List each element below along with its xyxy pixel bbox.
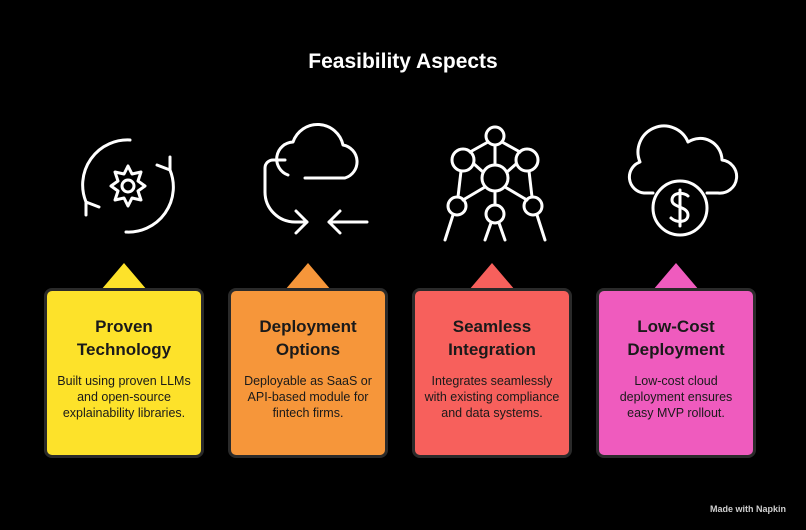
card-title: Deployment Options <box>231 315 385 361</box>
atomium-structure-icon <box>425 120 565 250</box>
card-description: Low-cost cloud deployment ensures easy M… <box>619 374 733 420</box>
cloud-dollar-icon <box>610 120 750 250</box>
cloud-arrows-icon <box>243 120 383 250</box>
card-description: Integrates seamlessly with existing comp… <box>424 374 560 420</box>
card-title: Seamless Integration <box>415 315 569 361</box>
card-pointer <box>285 263 331 290</box>
card-low-cost-deployment: Low-Cost Deployment Low-cost cloud deplo… <box>596 288 756 458</box>
card-deployment-options: Deployment Options Deployable as SaaS or… <box>228 288 388 458</box>
card-title-line: Integration <box>448 340 536 359</box>
card-title-line: Low-Cost <box>637 317 715 336</box>
card-title-line: Seamless <box>452 317 532 336</box>
card-title: Proven Technology <box>47 315 201 361</box>
card-pointer <box>653 263 699 290</box>
card-title-line: Technology <box>76 340 172 359</box>
card-seamless-integration: Seamless Integration Integrates seamless… <box>412 288 572 458</box>
card-description: Deployable as SaaS or API-based module f… <box>244 374 372 420</box>
card-title-line: Proven <box>95 317 153 336</box>
card-title-line: Deployment <box>259 317 357 336</box>
card-description: Built using proven LLMs and open-source … <box>57 374 191 420</box>
card-pointer <box>101 263 147 290</box>
card-title-line: Options <box>275 340 341 359</box>
card-title: Low-Cost Deployment <box>599 315 753 361</box>
card-pointer <box>469 263 515 290</box>
diagram-title: Feasibility Aspects <box>308 50 498 73</box>
card-proven-technology: Proven Technology Built using proven LLM… <box>44 288 204 458</box>
card-title-line: Deployment <box>627 340 725 359</box>
gear-cycle-icon <box>58 120 198 250</box>
footer-credit: Made with Napkin <box>709 504 786 514</box>
